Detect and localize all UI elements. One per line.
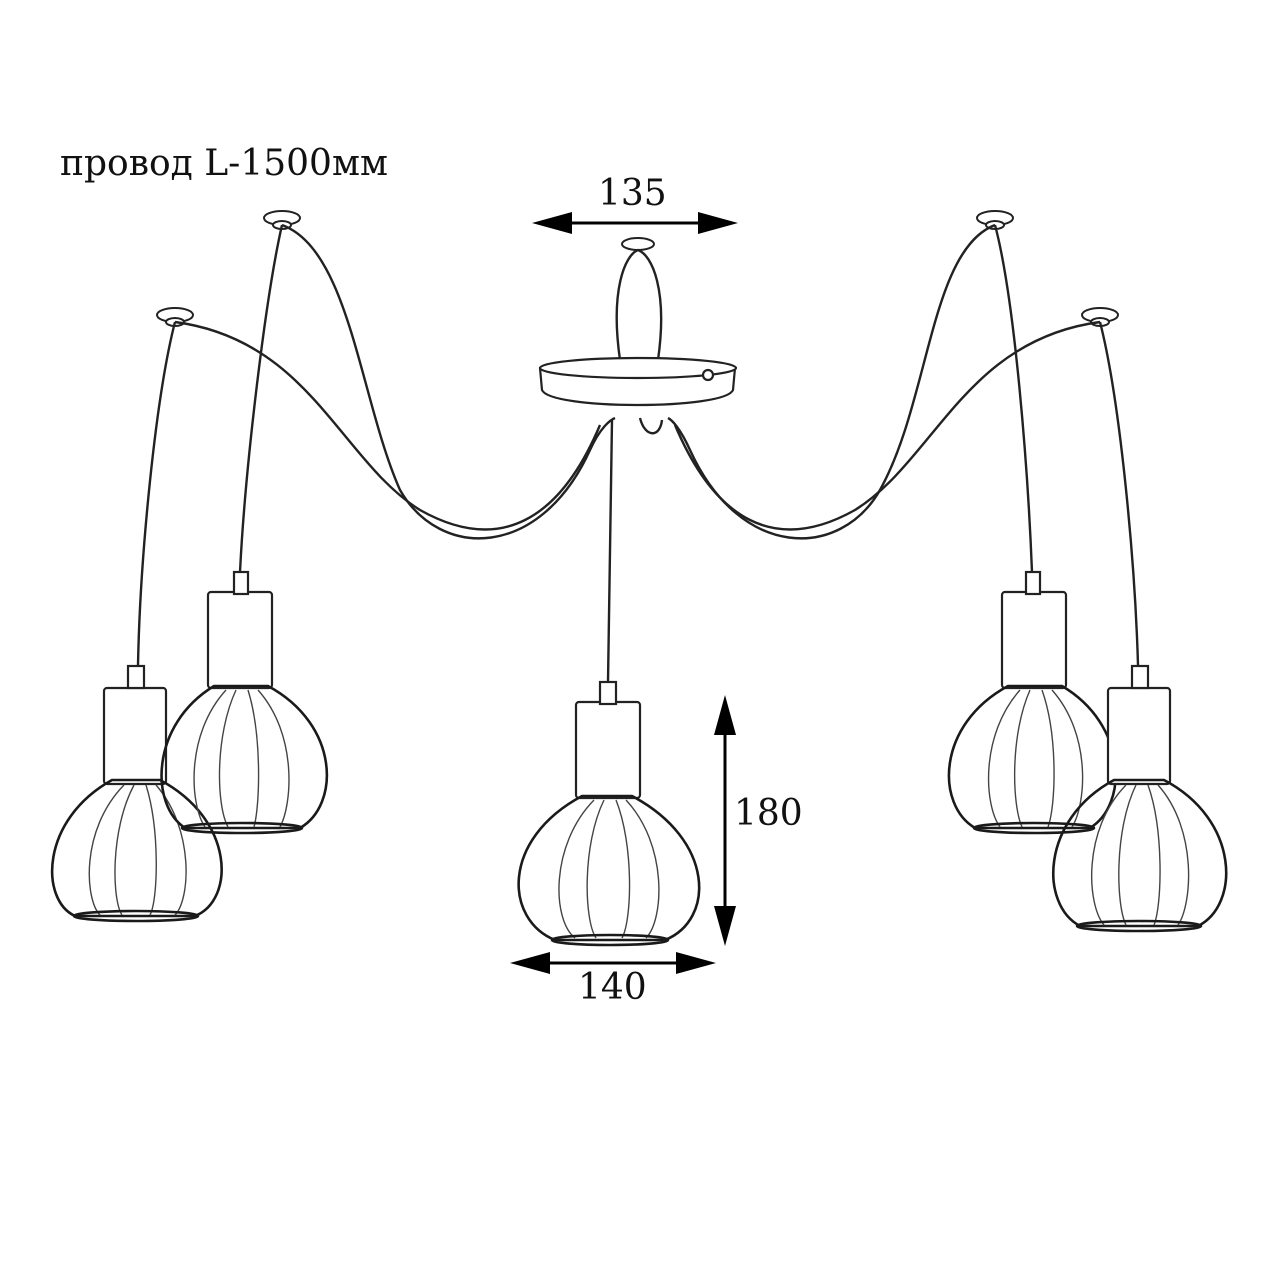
width-dimension-arrow [510, 952, 716, 974]
width-dimension-label: 140 [578, 967, 647, 1008]
canopy-dimension-arrow [532, 212, 738, 234]
wire-length-label: провод L-1500мм [60, 143, 388, 184]
canopy [538, 248, 738, 435]
height-dimension-arrow [714, 695, 736, 946]
pendant-far-right [1052, 664, 1228, 933]
pendant-center [517, 680, 701, 947]
pendant-far-left [50, 664, 223, 923]
canopy-dimension-label: 135 [598, 173, 667, 214]
ceiling-mount-center [621, 237, 655, 251]
pendant-right [947, 570, 1117, 835]
wires [136, 223, 1140, 683]
height-dimension-label: 180 [734, 793, 803, 834]
pendant-left [160, 570, 329, 835]
